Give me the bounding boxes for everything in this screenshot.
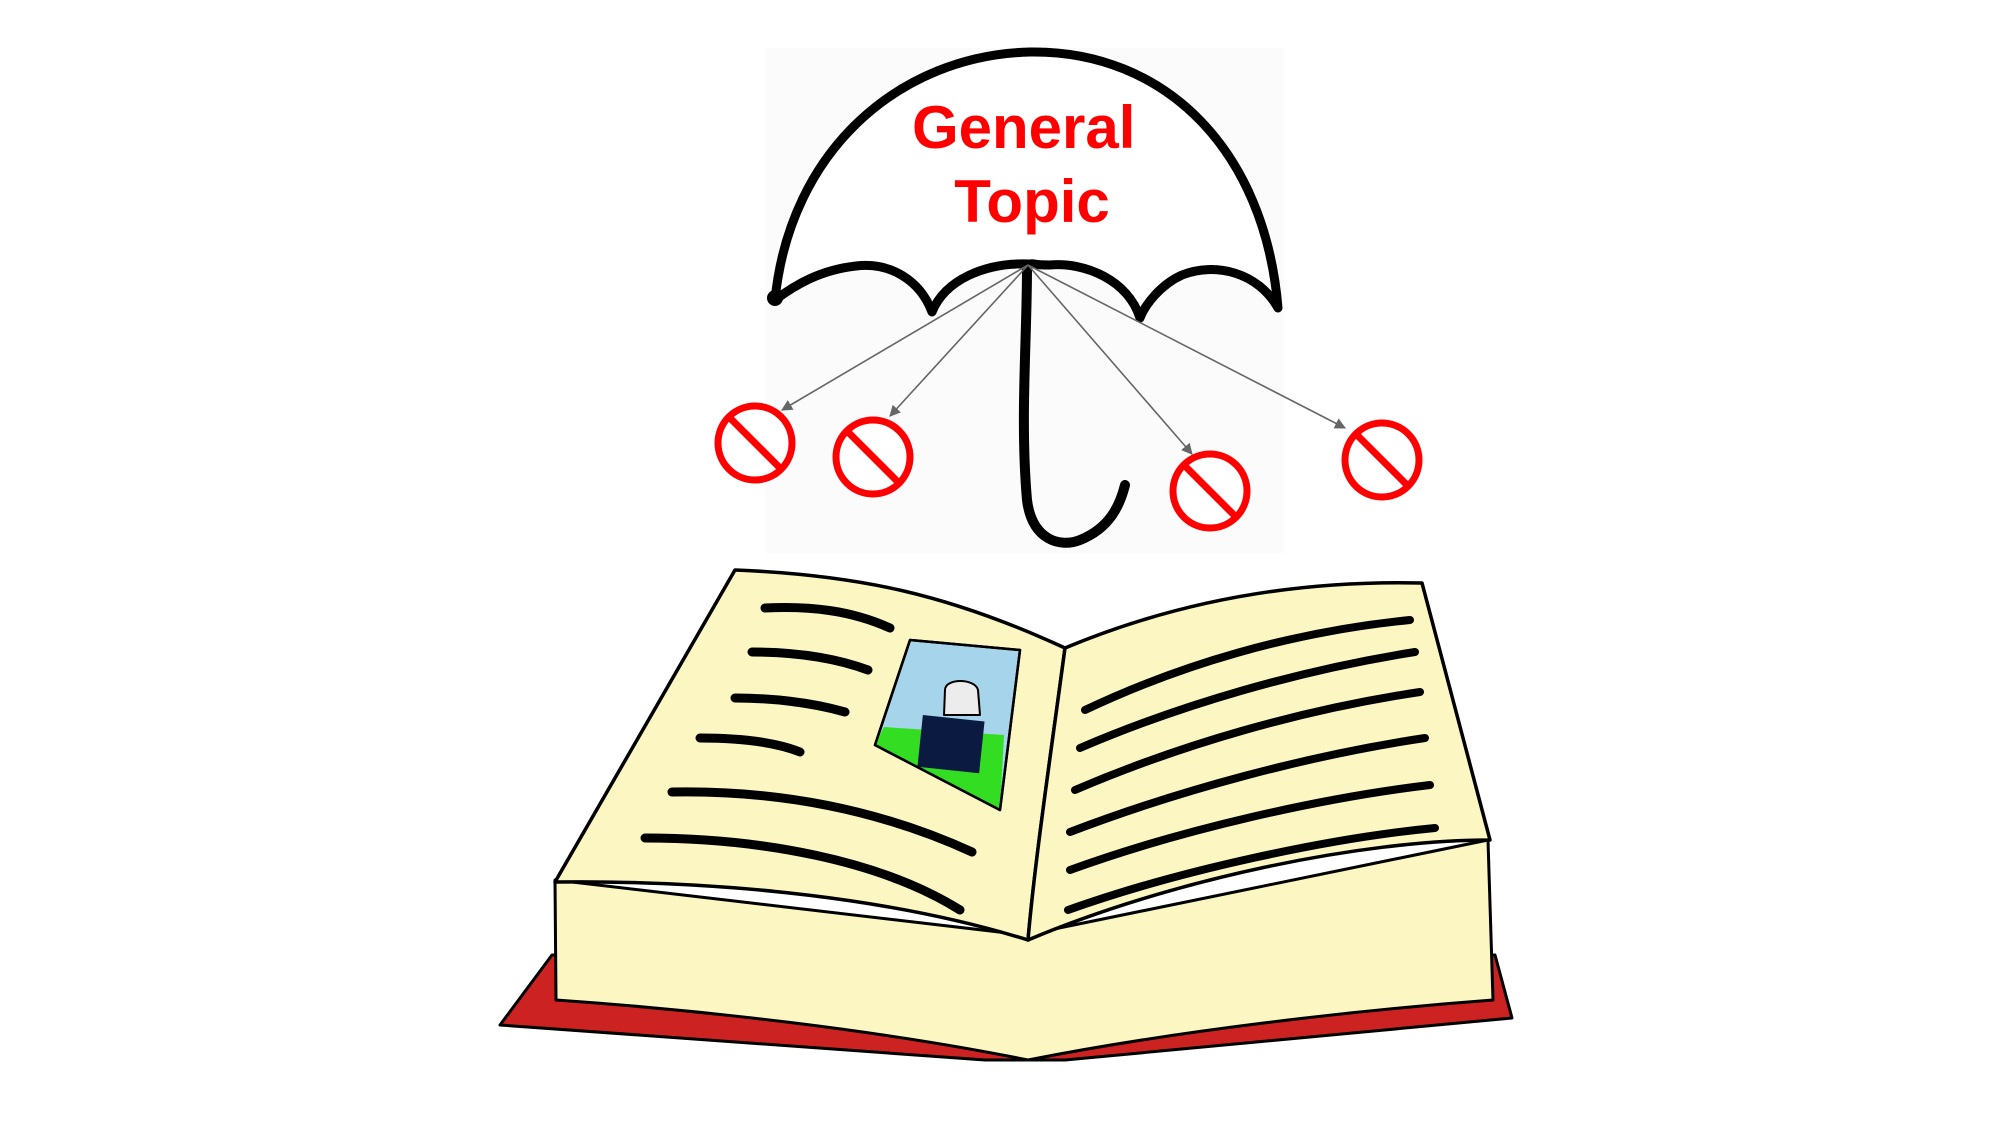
text-line <box>1076 648 1419 752</box>
umbrella-canopy <box>770 47 1283 323</box>
text-line <box>1066 781 1434 874</box>
pointer-arrow-2 <box>889 264 1029 417</box>
photo-figure-body <box>917 715 985 774</box>
text-line <box>1064 824 1439 914</box>
text-line <box>760 603 895 633</box>
pointer-arrow-4 <box>1027 264 1346 429</box>
no-entry-icon <box>1341 419 1423 501</box>
umbrella-tip-left <box>767 290 783 306</box>
photo-frame-outline <box>873 638 1022 812</box>
book-page-block <box>553 838 1495 1062</box>
umbrella-label: General Topic <box>912 94 1152 235</box>
no-entry-icon <box>832 416 914 498</box>
text-line <box>667 787 977 857</box>
no-entry-icon <box>1169 450 1251 532</box>
no-entry-icon <box>714 402 796 484</box>
text-line <box>695 733 805 757</box>
text-line <box>747 647 873 675</box>
right-page-text-lines <box>1064 616 1439 914</box>
book-right-page <box>1026 580 1492 942</box>
pointer-arrow-3 <box>1027 264 1193 455</box>
photo-figure-head <box>943 680 981 716</box>
text-line <box>1071 688 1424 794</box>
book-photo <box>873 638 1022 812</box>
umbrella-handle <box>1018 263 1130 548</box>
pointer-arrows <box>781 264 1346 455</box>
umbrella-label-line-2: Topic <box>954 168 1110 235</box>
text-line <box>1081 616 1414 714</box>
pointer-arrow-1 <box>781 264 1029 411</box>
text-line <box>730 693 850 717</box>
open-book-icon <box>498 568 1514 1062</box>
text-line <box>1066 734 1429 836</box>
umbrella-label-line-1: General <box>912 94 1135 161</box>
text-line <box>640 833 965 915</box>
umbrella-icon <box>767 47 1283 548</box>
left-page-text-lines <box>640 603 977 915</box>
